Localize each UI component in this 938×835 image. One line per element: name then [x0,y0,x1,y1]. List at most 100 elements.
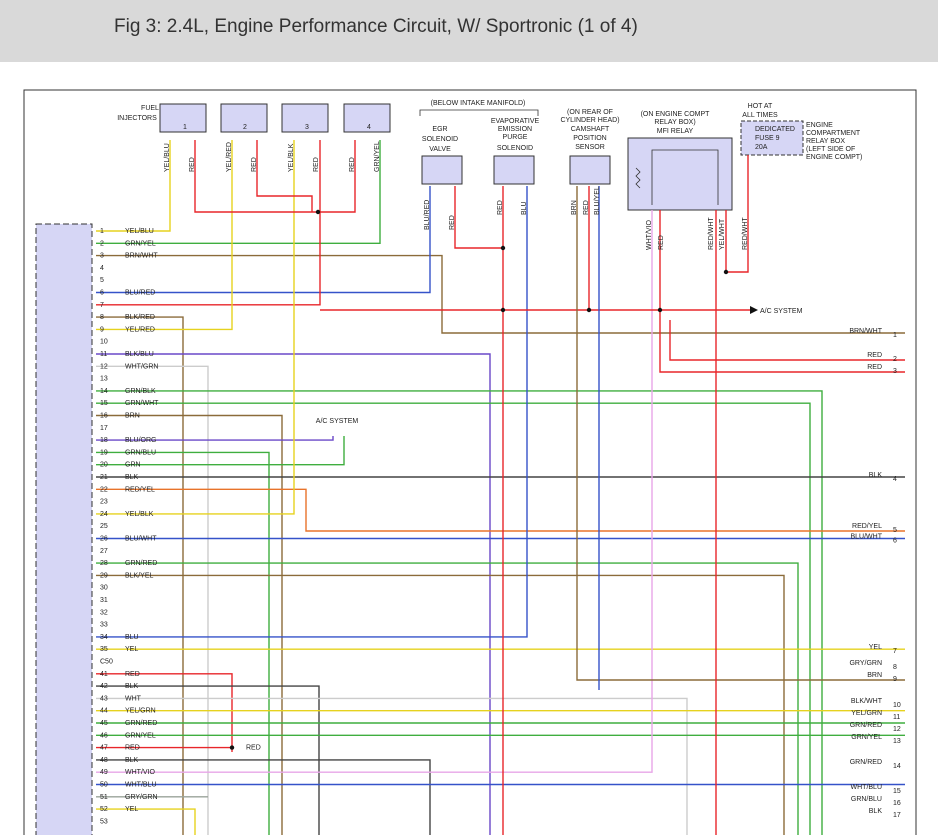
right-wire-color: GRN/YEL [851,734,882,741]
egr-line-3: VALVE [429,146,451,153]
right-pin-number: 15 [893,788,901,795]
right-wire-color: RED [867,364,882,371]
wire-pin18 [96,436,334,441]
pin-number: 28 [100,560,108,567]
fuse-line-2: FUSE 9 [755,135,780,142]
right-wire-color: GRN/RED [850,722,882,729]
right-pin-number: 6 [893,538,897,545]
egr-solenoid [421,155,463,185]
cam-line-2: CYLINDER HEAD) [560,117,619,124]
pin-wire-color: BLU [125,634,139,641]
evap-line-4: SOLENOID [497,145,533,152]
pin-number: 22 [100,486,108,493]
egr-line-2: SOLENOID [422,136,458,143]
right-wire-color: GRY/GRN [849,660,882,667]
right-pin-number: 4 [893,476,897,483]
right-pin-number: 14 [893,763,901,770]
pin-number: 21 [100,474,108,481]
wire-pin19 [96,451,270,835]
pin-number: 4 [100,265,104,272]
relaybox-line-3: RELAY BOX [806,138,845,145]
injector-1 [159,103,207,133]
pin-wire-color: YEL/GRN [125,708,156,715]
mfi-wire-label: RED [658,235,665,250]
mfi-wire-label: WHT/VIO [646,220,653,250]
injector-num-1: 1 [183,124,187,131]
pin-number: 26 [100,536,108,543]
pin-number: 48 [100,757,108,764]
wire-pin9 [96,140,233,331]
pin-wire-color: WHT [125,695,142,702]
page-title: Fig 3: 2.4L, Engine Performance Circuit,… [114,16,638,37]
wire-pin22 [96,488,905,532]
ac-system-mid-label: A/C SYSTEM [316,418,359,425]
pin-number: 42 [100,683,108,690]
injector-num-2: 2 [243,124,247,131]
wire-pin16 [96,414,283,835]
pin-number: 50 [100,782,108,789]
wire-inj-red-2 [256,140,313,212]
pin-number: 13 [100,376,108,383]
wires-group [96,140,905,835]
cam-wire-label: BLU/YEL [594,186,601,215]
wire-pin7 [96,212,321,306]
pin-number: 53 [100,818,108,825]
fuel-injectors: FUEL INJECTORS 1 2 3 4 [117,103,391,133]
pin-number: 34 [100,634,108,641]
cam-sensor [569,155,611,185]
fuse-line-1: DEDICATED [755,126,795,133]
pin-number: 17 [100,425,108,432]
mfi-relay-coil [635,167,641,189]
pin-number: 41 [100,671,108,678]
right-pin-number: 16 [893,800,901,807]
pin-number: 49 [100,769,108,776]
pin-number: 14 [100,388,108,395]
pin-number: 19 [100,449,108,456]
right-pin-number: 3 [893,368,897,375]
right-wire-color: BLU/WHT [851,534,883,541]
mfi-relay [627,137,733,211]
mfi-wire-label: RED/WHT [708,217,715,250]
cam-line-1: (ON REAR OF [567,109,613,116]
right-wire-color: WHT/BLU [851,784,883,791]
pin-number: 44 [100,708,108,715]
right-wire-color: BRN [867,672,882,679]
splice-red-47 [229,745,235,750]
injectors-label-1: FUEL [141,105,159,112]
wire-pin34 [96,186,528,638]
pin-number: 27 [100,548,108,555]
pin-number: 8 [100,314,104,321]
right-pin-number: 12 [893,726,901,733]
pin-number: 2 [100,240,104,247]
diagram-frame [23,89,917,835]
wire-pin28 [96,562,799,835]
injector-3 [281,103,329,133]
wire-pin42 [96,685,320,835]
pin-wire-color: BRN/WHT [125,253,158,260]
pin-wire-color: RED [125,671,140,678]
mfi-wire-label: YEL/WHT [719,218,726,250]
pin-number: 31 [100,597,108,604]
pin-wire-color: BLK [125,474,139,481]
wire-pin11 [96,353,491,835]
wire-pin43 [96,697,688,835]
wire-pin20 [96,436,345,466]
pin-number: 46 [100,732,108,739]
wire-mfi-redwht [725,155,749,273]
cam-wire-label: BRN [571,200,578,215]
pin-wire-color: GRN/YEL [125,240,156,247]
wire-pin52 [96,808,196,835]
pin-number: 11 [100,351,107,358]
right-pin-number: 9 [893,676,897,683]
cam-line-5: SENSOR [575,144,605,151]
pin-wire-color: GRN/WHT [125,400,159,407]
pin-number: 35 [100,646,108,653]
wire-pin49 [96,210,653,773]
right-pin-number: 5 [893,527,897,534]
right-wire-color: RED [867,352,882,359]
pin-number: 6 [100,290,104,297]
pin-wire-color: RED [125,745,140,752]
pin-wire-color: YEL/BLU [125,228,154,235]
egr-line-1: EGR [432,126,447,133]
pin-wire-color: WHT/GRN [125,363,158,370]
